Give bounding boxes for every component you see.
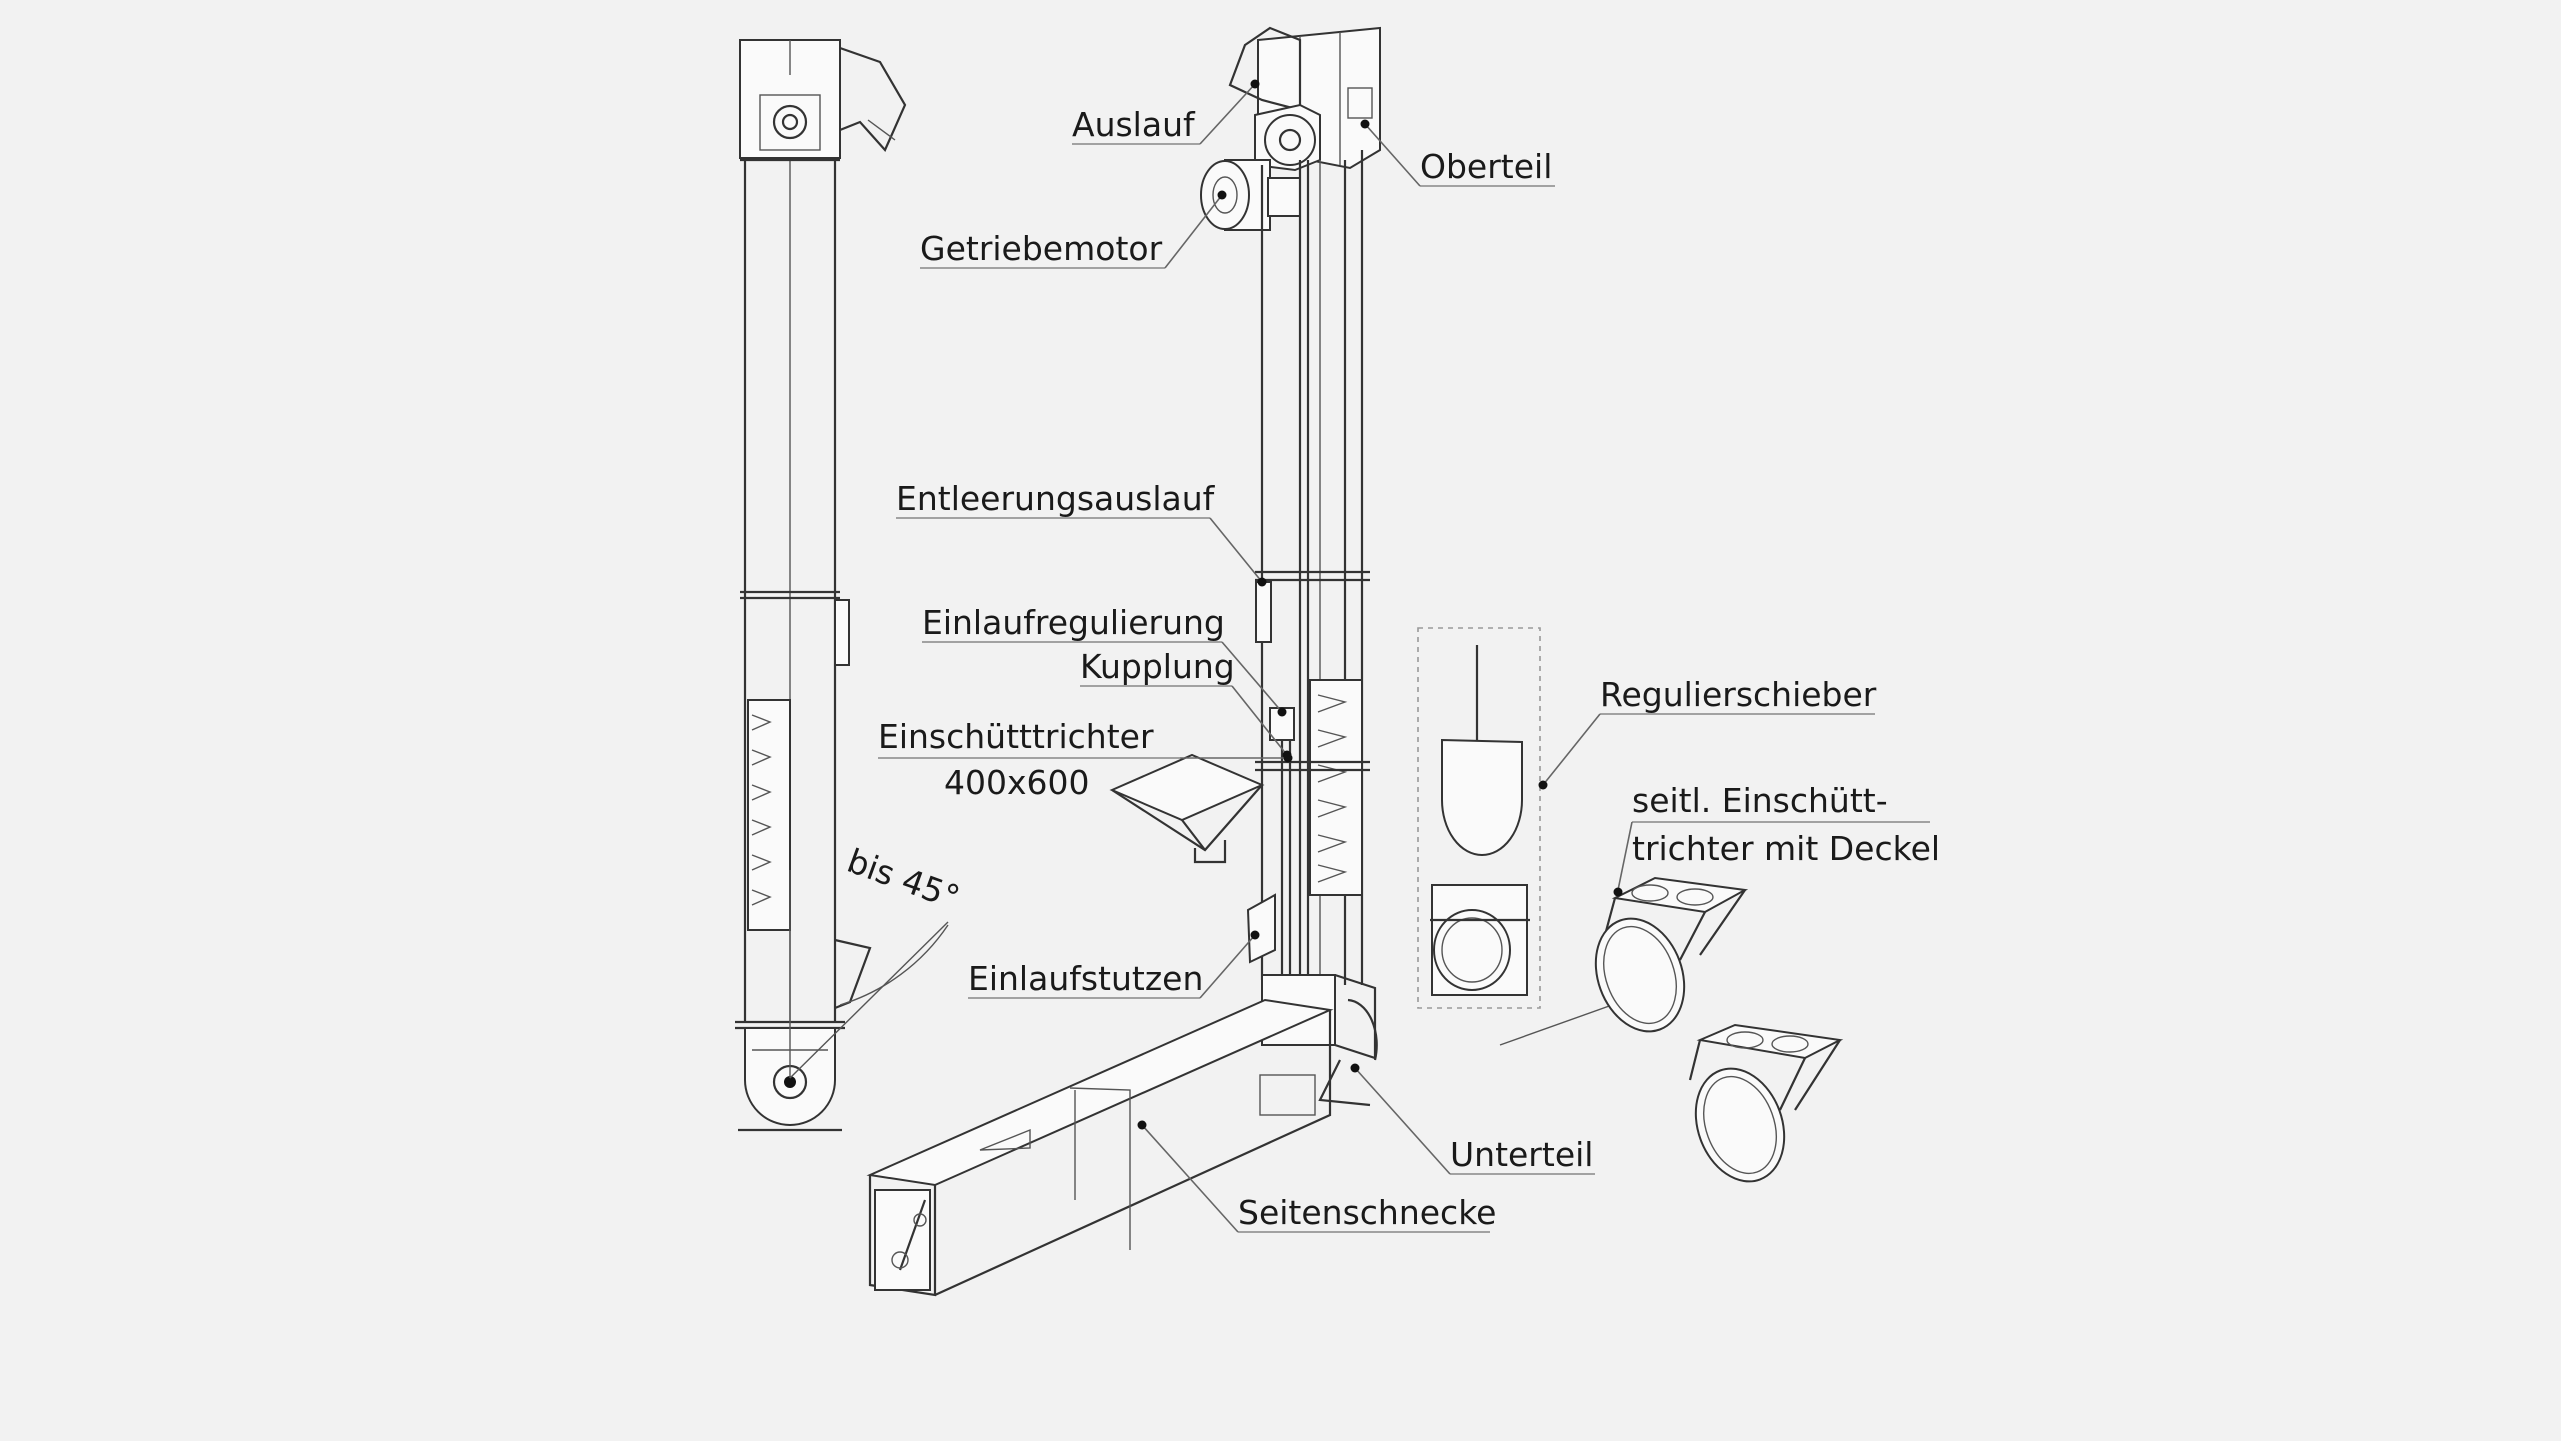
- side-hopper-with-lid-1: [1594, 876, 1749, 1033]
- callout-seitenschnecke: Seitenschnecke: [1137, 1120, 1496, 1233]
- label-regulierschieber: Regulierschieber: [1600, 675, 1877, 714]
- angle-label: bis 45°: [842, 841, 965, 917]
- callout-getriebemotor: Getriebemotor: [920, 190, 1227, 269]
- label-kupplung: Kupplung: [1080, 647, 1235, 686]
- callout-auslauf: Auslauf: [1072, 79, 1260, 145]
- label-oberteil: Oberteil: [1420, 147, 1552, 186]
- label-einschuetttrichter: Einschütttrichter: [878, 717, 1154, 756]
- label-einschuetttrichter-size: 400x600: [944, 763, 1090, 802]
- side-screw: [866, 998, 1334, 1297]
- side-view-elevator: [735, 39, 949, 1132]
- callout-einlaufregulierung: Einlaufregulierung: [922, 603, 1287, 717]
- main-elevator: [1200, 26, 1381, 1107]
- callout-entleerungsauslauf: Entleerungsauslauf: [896, 479, 1267, 587]
- label-einlaufstutzen: Einlaufstutzen: [968, 959, 1203, 998]
- label-einlaufregulierung: Einlaufregulierung: [922, 603, 1225, 642]
- callout-regulierschieber: Regulierschieber: [1538, 675, 1877, 790]
- label-seitl-line2: trichter mit Deckel: [1632, 829, 1940, 868]
- callout-oberteil: Oberteil: [1360, 119, 1555, 187]
- label-unterteil: Unterteil: [1450, 1135, 1593, 1174]
- label-seitl-line1: seitl. Einschütt-: [1632, 781, 1888, 820]
- callout-einlaufstutzen: Einlaufstutzen: [968, 930, 1260, 999]
- hopper-400x600: [1109, 753, 1265, 864]
- label-getriebemotor: Getriebemotor: [920, 229, 1163, 268]
- side-hopper-with-lid-2: [1688, 1023, 1844, 1183]
- label-entleerungsauslauf: Entleerungsauslauf: [896, 479, 1216, 518]
- label-auslauf: Auslauf: [1072, 105, 1196, 144]
- callout-seitl-einschuetttrichter: seitl. Einschütt- trichter mit Deckel: [1613, 781, 1940, 897]
- callout-einschuetttrichter: Einschütttrichter 400x600: [878, 717, 1293, 802]
- label-seitenschnecke: Seitenschnecke: [1238, 1193, 1496, 1232]
- callout-unterteil: Unterteil: [1350, 1063, 1595, 1175]
- regulierschieber-detail: [1417, 627, 1641, 1046]
